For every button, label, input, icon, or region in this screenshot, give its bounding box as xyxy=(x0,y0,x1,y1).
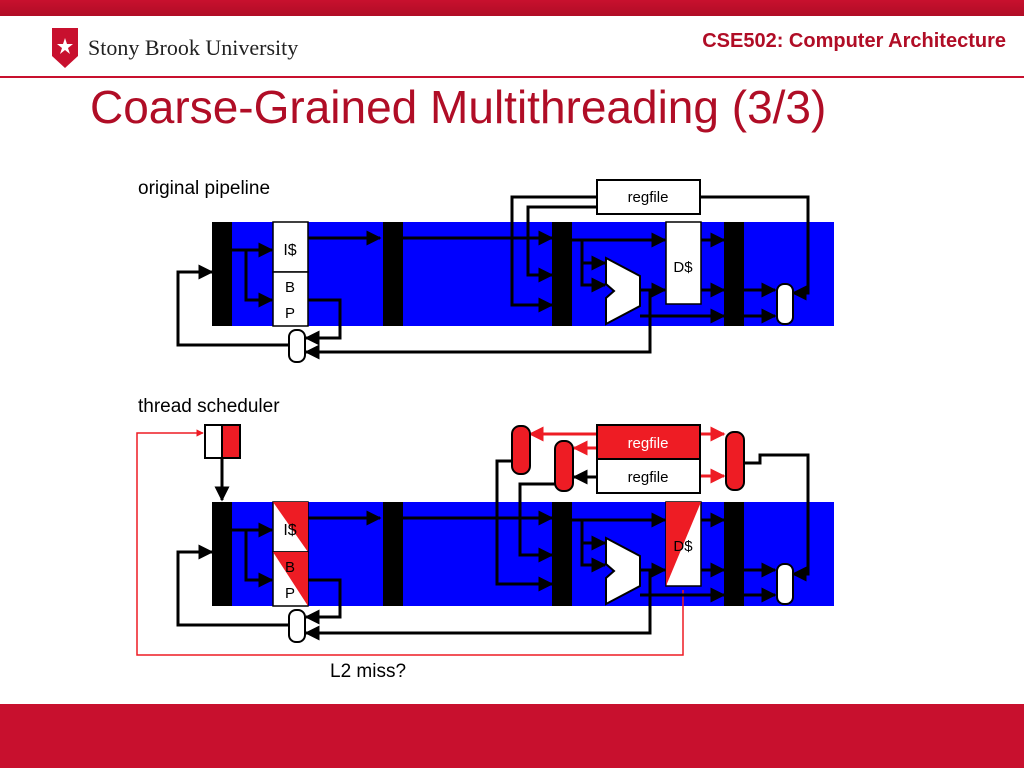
slide-title: Coarse-Grained Multithreading (3/3) xyxy=(90,81,827,133)
pipeline-latch xyxy=(383,502,403,606)
regfile-write-mux xyxy=(725,431,745,491)
fetch-mux xyxy=(288,329,306,363)
dcache-label: D$ xyxy=(673,259,693,276)
bp-label-top: B xyxy=(285,559,295,576)
course-title: CSE502: Computer Architecture xyxy=(702,30,1006,52)
pipeline-latch xyxy=(552,502,572,606)
regfile-active-label: regfile xyxy=(628,435,669,452)
regfile-inactive-label: regfile xyxy=(628,469,669,486)
bp-label-top: B xyxy=(285,279,295,296)
branch-predictor-box xyxy=(272,271,309,327)
multithreaded-pipeline: thread scheduler xyxy=(136,396,834,682)
bottom-bar xyxy=(0,704,1024,768)
shield-icon xyxy=(52,28,78,68)
pipeline-latch xyxy=(724,502,744,606)
writeback-mux xyxy=(776,563,794,605)
pipeline-latch xyxy=(212,502,232,606)
university-name: Stony Brook University xyxy=(88,35,299,60)
l2-miss-label: L2 miss? xyxy=(330,661,406,682)
regfile-box xyxy=(596,179,701,215)
regfile-read-mux xyxy=(554,440,574,492)
dcache-label: D$ xyxy=(673,538,693,555)
pipeline-wires xyxy=(176,453,810,641)
icache-thread-fill xyxy=(273,502,308,552)
l2-miss-wires xyxy=(136,429,684,656)
top-bar xyxy=(0,0,1024,16)
thread-scheduler-label: thread scheduler xyxy=(138,396,280,417)
original-pipeline-label: original pipeline xyxy=(138,178,270,199)
fetch-mux xyxy=(288,609,306,643)
thread-scheduler-active xyxy=(221,424,241,459)
pipeline-latch xyxy=(383,222,403,326)
icache-label: I$ xyxy=(283,242,296,259)
bp-label-bottom: P xyxy=(285,305,295,322)
header-rule xyxy=(0,76,1024,78)
pipeline-latch xyxy=(552,222,572,326)
pipeline-wires xyxy=(176,195,810,360)
alu-shape xyxy=(605,536,641,606)
regfile-inactive-box xyxy=(596,458,701,494)
regfile-select-wires xyxy=(528,426,726,484)
icache-label: I$ xyxy=(283,522,296,539)
bp-thread-fill xyxy=(273,552,308,606)
dcache-box xyxy=(665,221,702,305)
alu-shape xyxy=(605,256,641,326)
regfile-label: regfile xyxy=(628,189,669,206)
bp-label-bottom: P xyxy=(285,585,295,602)
pipeline-latch xyxy=(212,222,232,326)
pipeline-diagram: original pipeline xyxy=(136,178,834,682)
pipeline-latch xyxy=(724,222,744,326)
writeback-mux xyxy=(776,283,794,325)
university-logo: Stony Brook University xyxy=(52,26,298,70)
regfile-read-mux xyxy=(511,425,531,475)
original-pipeline: original pipeline xyxy=(138,178,834,363)
dcache-thread-fill xyxy=(666,502,701,586)
